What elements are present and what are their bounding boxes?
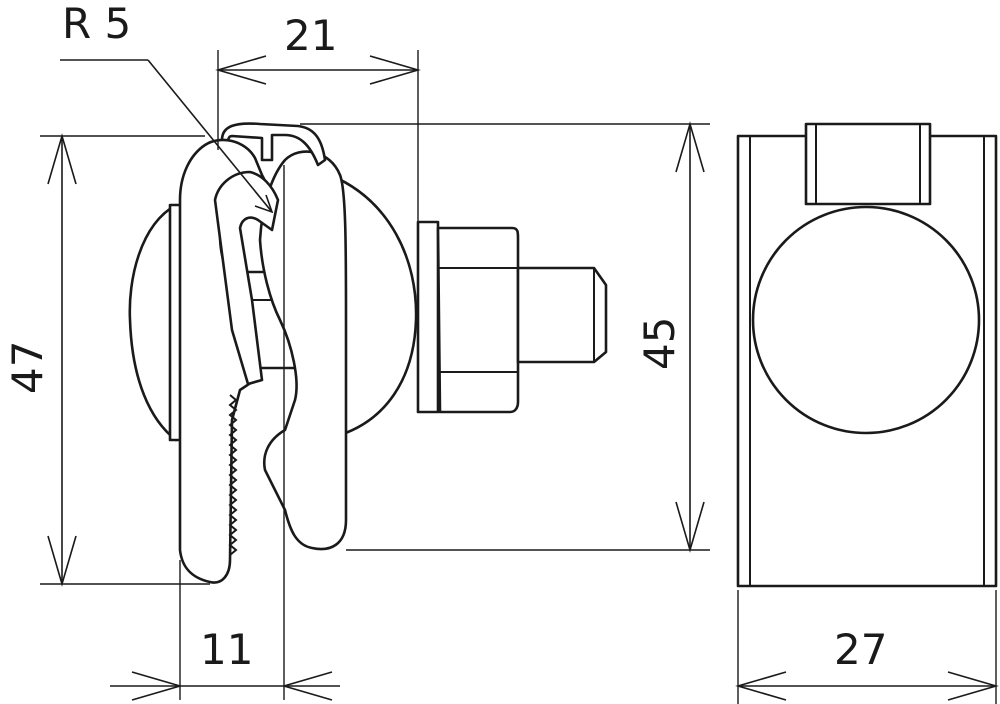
clamp-width-label: 11 xyxy=(200,625,253,674)
washer xyxy=(416,220,440,414)
dome-disc xyxy=(128,203,178,442)
dimension-lines xyxy=(40,50,999,704)
side-round-plate xyxy=(751,205,981,435)
round-plate xyxy=(328,173,418,437)
serration xyxy=(228,394,238,556)
radius-label: R 5 xyxy=(62,0,131,48)
thread-stud xyxy=(516,266,608,364)
right-jaw xyxy=(258,150,348,551)
side-view xyxy=(736,122,998,588)
side-top-tab xyxy=(804,122,932,206)
spring-bow xyxy=(220,122,327,167)
bolt-width-label: 21 xyxy=(284,11,337,60)
dimension-labels: R 5 21 47 45 11 27 xyxy=(3,0,887,674)
hex-nut xyxy=(436,226,520,414)
front-view xyxy=(128,122,608,584)
overall-height-label: 47 xyxy=(3,341,52,394)
side-width-label: 27 xyxy=(834,625,887,674)
body-height-label: 45 xyxy=(635,317,684,370)
inner-lever xyxy=(213,170,280,386)
